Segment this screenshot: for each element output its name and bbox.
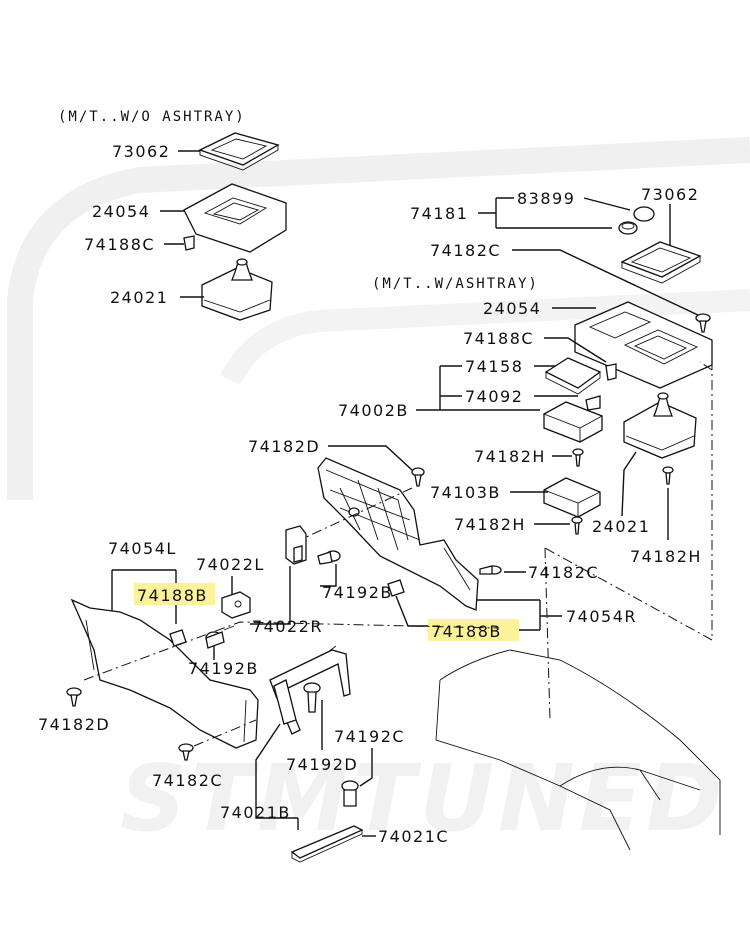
label-74022l: 74022L	[196, 555, 265, 574]
label-73062-left: 73062	[112, 142, 170, 161]
label-74182c-top: 74182C	[430, 241, 501, 260]
label-74002b: 74002B	[338, 401, 409, 420]
label-74192b-left: 74192B	[188, 659, 259, 678]
label-24021-left: 24021	[110, 288, 168, 307]
part-74182c-mid-screw	[479, 565, 502, 575]
label-74182h-mid: 74182H	[474, 447, 546, 466]
part-74188c-right	[605, 363, 617, 381]
label-74188b-right: 74188B	[431, 622, 502, 641]
part-74103b	[543, 477, 601, 518]
part-74054l	[70, 598, 259, 749]
part-24054-left	[183, 183, 287, 253]
label-74181: 74181	[410, 204, 468, 223]
note-mt-wo-ashtray: (M/T..W/O ASHTRAY)	[58, 109, 246, 125]
part-73062-left	[198, 132, 280, 171]
part-74182c-top-screw	[695, 313, 711, 333]
part-74192c	[341, 780, 359, 807]
part-74158	[544, 357, 602, 395]
part-24021-right	[623, 392, 697, 459]
label-74182h-right: 74182H	[630, 547, 702, 566]
label-74022r: 74022R	[252, 617, 323, 636]
part-74192b-mid	[317, 550, 341, 565]
part-74021b	[269, 645, 351, 735]
label-83899: 83899	[517, 189, 575, 208]
note-mt-w-ashtray: (M/T..W/ASHTRAY)	[372, 276, 539, 292]
part-74182h-right-screw	[662, 466, 674, 485]
part-74021c	[290, 825, 364, 863]
label-24054-left: 24054	[92, 202, 150, 221]
label-74192b-mid: 74192B	[322, 583, 393, 602]
part-74182h-mid-screw	[572, 448, 584, 467]
part-73062-right	[620, 241, 702, 284]
label-74182h-low: 74182H	[454, 515, 526, 534]
part-74188c-left	[183, 235, 195, 251]
label-74092: 74092	[465, 387, 523, 406]
part-74092	[543, 395, 603, 443]
label-74182c-mid: 74182C	[528, 563, 599, 582]
part-74182d-left-screw	[66, 687, 82, 707]
label-74188c-left: 74188C	[84, 235, 155, 254]
label-74192d: 74192D	[286, 755, 358, 774]
label-74188b-left: 74188B	[137, 586, 208, 605]
highlight-74188b-left	[134, 583, 215, 605]
watermark: STMTUNED	[7, 137, 750, 852]
part-74188b-right	[387, 579, 405, 597]
part-74054r	[317, 457, 479, 611]
label-73062-right: 73062	[641, 185, 699, 204]
label-74182d-left: 74182D	[38, 715, 110, 734]
label-74192c: 74192C	[334, 727, 405, 746]
label-74054r: 74054R	[566, 607, 637, 626]
label-74182d-top: 74182D	[248, 437, 320, 456]
highlight-74188b-right	[428, 619, 519, 641]
part-74182c-low-screw	[178, 743, 194, 761]
part-74182h-low-screw	[571, 516, 583, 535]
part-74182d-top-screw	[411, 467, 425, 487]
label-74021b: 74021B	[220, 803, 291, 822]
floor-tunnel	[435, 547, 721, 851]
label-74054l: 74054L	[108, 539, 177, 558]
label-74103b: 74103B	[430, 483, 501, 502]
label-74188c-right: 74188C	[463, 329, 534, 348]
label-24054-right: 24054	[483, 299, 541, 318]
part-74192d	[303, 682, 321, 713]
label-74182c-low: 74182C	[152, 771, 223, 790]
label-74021c: 74021C	[378, 827, 449, 846]
part-74192b-left	[205, 625, 235, 649]
part-74022l	[221, 591, 251, 619]
label-24021-right: 24021	[592, 517, 650, 536]
part-24021-left	[201, 258, 273, 321]
part-74022r	[285, 525, 307, 565]
part-83899	[618, 206, 655, 235]
label-74158: 74158	[465, 357, 523, 376]
